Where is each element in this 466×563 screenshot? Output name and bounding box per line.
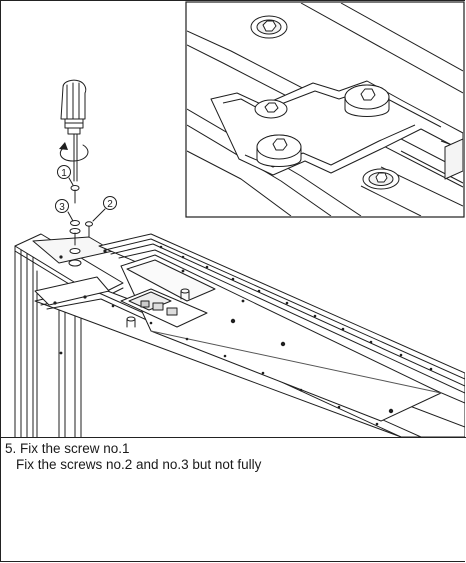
callout-3: 3 [55,199,69,213]
step-title: 5. Fix the screw no.1 [5,441,130,456]
screwdriver-illustration [59,79,89,182]
instruction-text: 5. Fix the screw no.1 Fix the screws no.… [5,441,460,473]
callout-1-label: 1 [61,168,67,179]
section-divider [0,437,466,438]
callout-2: 2 [103,196,117,210]
rail-holes [53,245,433,426]
step-detail: Fix the screws no.2 and no.3 but not ful… [16,457,262,472]
callout-2-label: 2 [107,199,113,210]
exploded-screws [68,185,93,267]
callout-1: 1 [57,165,71,179]
tabletop-frame [14,233,466,438]
frame-leg-left [14,245,38,438]
assembly-illustration: 1 3 2 [1,1,466,438]
detail-inset [185,1,465,218]
callout-3-label: 3 [59,202,65,213]
frame-leg-right [58,300,82,438]
control-box [120,288,208,328]
